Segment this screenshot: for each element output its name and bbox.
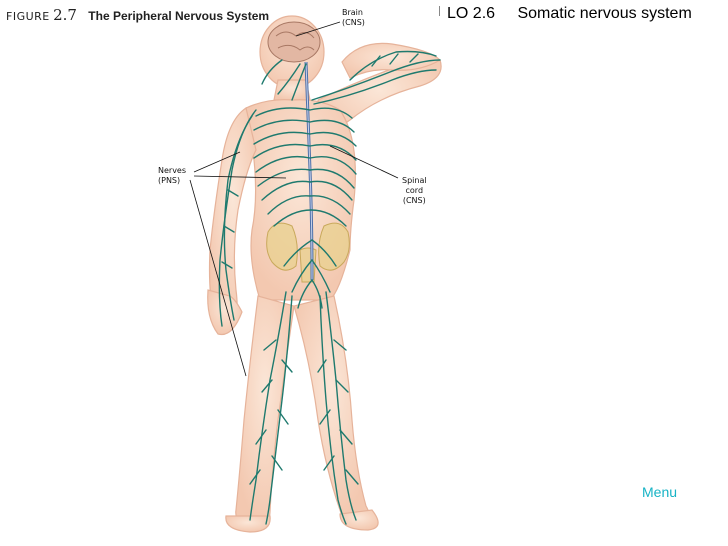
- callout-nerves-line1: Nerves: [158, 166, 187, 175]
- divider-tick: [439, 6, 440, 16]
- callout-nerves: Nerves (PNS): [158, 166, 186, 186]
- figure-header: FIGURE 2.7 The Peripheral Nervous System: [6, 6, 269, 24]
- nerve-network: [218, 50, 441, 525]
- callout-spinal-cord: Spinal cord (CNS): [402, 176, 427, 206]
- body-silhouette: [207, 15, 442, 533]
- learning-objective: LO 2.6: [447, 5, 496, 22]
- figure-label: FIGURE: [6, 10, 50, 23]
- callout-spinal-line3: (CNS): [402, 196, 426, 205]
- callout-nerves-line2: (PNS): [158, 176, 181, 185]
- brain: [267, 21, 321, 63]
- callout-brain: Brain (CNS): [342, 8, 365, 28]
- figure-title: The Peripheral Nervous System: [88, 9, 270, 23]
- slide-heading: Somatic nervous system: [517, 5, 692, 22]
- callout-brain-line2: (CNS): [342, 18, 365, 27]
- callout-spinal-line2: cord: [405, 186, 424, 195]
- callout-brain-line1: Brain: [342, 8, 363, 17]
- callout-leader-lines: [189, 21, 399, 377]
- callout-spinal-line1: Spinal: [402, 176, 427, 185]
- slide-title: LO 2.6 Somatic nervous system: [447, 5, 692, 23]
- figure-number: 2.7: [53, 6, 77, 24]
- menu-link[interactable]: Menu: [642, 484, 678, 500]
